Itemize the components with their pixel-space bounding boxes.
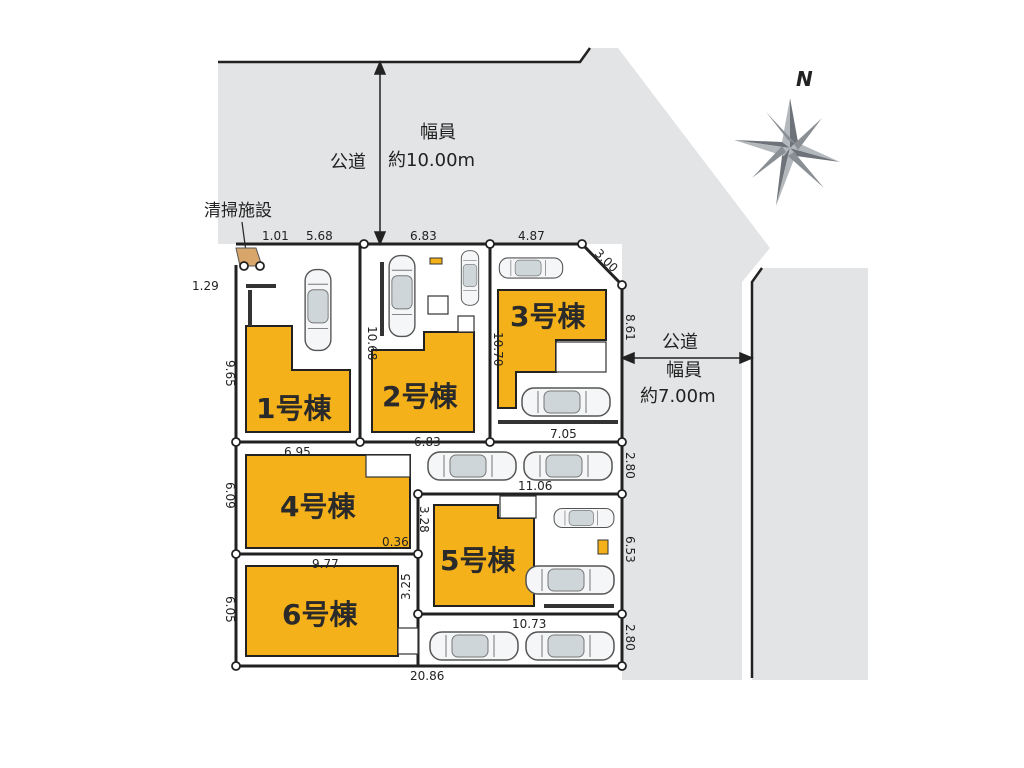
east-road-width-value: 約7.00m (640, 386, 716, 407)
car-5c (525, 565, 615, 595)
car-3a (498, 257, 564, 279)
dim-5-68: 5.68 (306, 229, 333, 243)
north-label: N (796, 67, 813, 91)
north-road-label: 公道 (330, 152, 366, 173)
car-3b (521, 387, 611, 417)
car-4 (427, 451, 517, 481)
dim-6-09: 6.09 (223, 482, 237, 509)
dim-11-06: 11.06 (518, 479, 552, 493)
east-road-edge (750, 267, 764, 678)
site-walls (246, 257, 618, 608)
north-road-width-value: 約10.00m (388, 150, 475, 171)
dim-20-86: 20.86 (410, 669, 444, 683)
dim-8-61: 8.61 (623, 314, 637, 341)
north-road (218, 48, 770, 680)
boundary-markers (231, 239, 627, 671)
car-5b (553, 507, 615, 529)
dim-3-28: 3.28 (417, 506, 431, 533)
building-3-label: 3号棟 (510, 300, 586, 333)
dim-6-83-top: 6.83 (410, 229, 437, 243)
car-1 (304, 268, 332, 352)
building-6-label: 6号棟 (282, 598, 358, 631)
north-road-width-arrow (373, 60, 387, 246)
dim-6-95: 6.95 (284, 445, 311, 459)
building-4-label: 4号棟 (280, 490, 356, 523)
dim-2-80-bottom: 2.80 (623, 624, 637, 651)
north-road-edge (218, 47, 592, 64)
dim-6-53: 6.53 (623, 536, 637, 563)
dim-9-65: 9.65 (223, 360, 237, 387)
dim-10-73: 10.73 (512, 617, 546, 631)
building-1-label: 1号棟 (256, 392, 332, 425)
east-road-width-label: 幅員 (666, 360, 702, 381)
dim-1-29: 1.29 (192, 279, 219, 293)
dim-2-80-top: 2.80 (623, 452, 637, 479)
dim-6-05: 6.05 (223, 596, 237, 623)
dim-1-01: 1.01 (262, 229, 289, 243)
building-5[interactable]: 5号棟 (433, 504, 535, 607)
north-arrow-icon (734, 98, 840, 206)
building-2-label: 2号棟 (382, 380, 458, 413)
car-5a (523, 451, 613, 481)
dim-10-68: 10.68 (365, 326, 379, 360)
building-6[interactable]: 6号棟 (245, 565, 399, 657)
car-2b (460, 250, 480, 306)
dim-6-83-mid: 6.83 (414, 435, 441, 449)
car-6a (429, 631, 519, 661)
dim-0-36: 0.36 (382, 535, 409, 549)
car-2a (388, 254, 416, 338)
building-5-label: 5号棟 (440, 544, 516, 577)
dim-9-77: 9.77 (312, 557, 339, 571)
dim-7-05: 7.05 (550, 427, 577, 441)
north-road-width-label: 幅員 (420, 122, 456, 143)
east-road-label: 公道 (662, 332, 698, 353)
car-6b (525, 631, 615, 661)
facility-label: 清掃施設 (204, 201, 272, 221)
east-road-width-arrow (620, 351, 754, 365)
building-3[interactable]: 3号棟 (497, 289, 607, 409)
dim-10-70: 10.70 (491, 332, 505, 366)
dim-3-25: 3.25 (399, 573, 413, 600)
facility-leader-line (241, 221, 247, 253)
building-1[interactable]: 1号棟 (245, 325, 351, 433)
dim-4-87: 4.87 (518, 229, 545, 243)
lot-lines (234, 242, 624, 668)
east-road (752, 268, 868, 680)
site-fixtures (365, 295, 607, 655)
